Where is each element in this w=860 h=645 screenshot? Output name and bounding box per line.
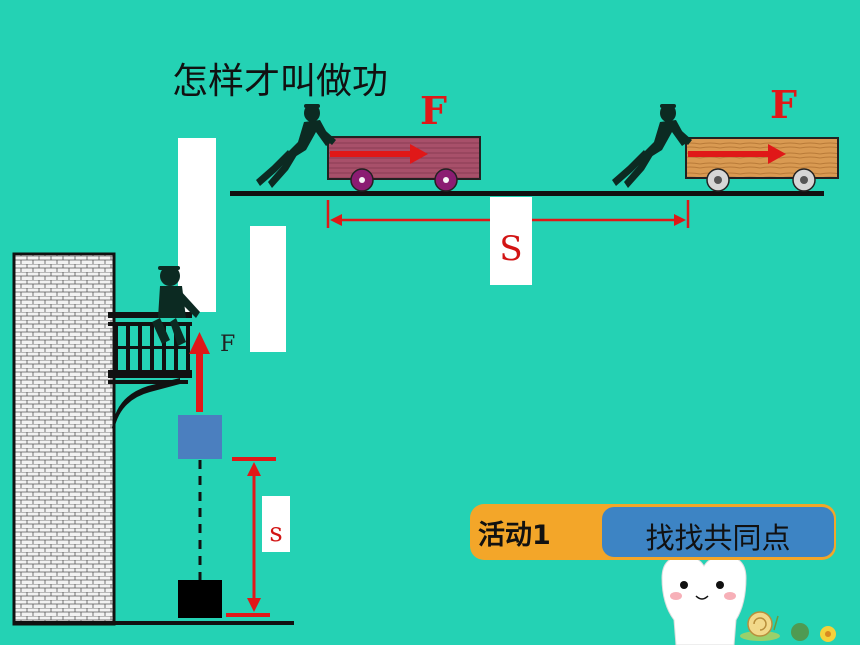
shell-icon xyxy=(791,623,836,642)
person-pushing-cart-1 xyxy=(256,104,336,188)
distance-label-box-horizontal: S xyxy=(490,197,532,285)
cart-1 xyxy=(327,136,481,192)
activity-label: 活动1 xyxy=(478,520,551,551)
white-panel-left xyxy=(178,138,216,312)
force-arrow-lift xyxy=(189,332,210,412)
activity-title-button[interactable]: 找找共同点 xyxy=(602,507,834,557)
balcony-bracket xyxy=(112,378,180,430)
person-pulling-rope xyxy=(152,266,200,346)
distance-label-vertical: s xyxy=(269,518,283,548)
distance-label-horizontal: S xyxy=(499,229,523,269)
distance-label-box-vertical: s xyxy=(262,496,290,552)
balcony xyxy=(108,312,192,384)
base-ground-line xyxy=(14,621,294,625)
distance-marker-vertical xyxy=(226,457,276,617)
force-arrow-cart-2 xyxy=(688,144,786,164)
white-panel-right xyxy=(250,226,286,352)
brick-wall xyxy=(12,252,116,626)
cart-2 xyxy=(685,137,839,192)
snail-icon xyxy=(740,611,780,641)
tooth-mascot-icon xyxy=(661,555,747,645)
force-label-cart-1: F xyxy=(420,88,447,133)
person-pushing-cart-2 xyxy=(612,104,692,188)
force-label-cart-2: F xyxy=(770,82,797,127)
force-arrow-cart-1 xyxy=(330,144,428,164)
lifted-box xyxy=(178,415,222,459)
page-title: 怎样才叫做功 xyxy=(172,61,389,102)
ground-box xyxy=(178,580,222,618)
force-label-lift: F xyxy=(220,332,236,357)
activity-title: 找找共同点 xyxy=(645,521,791,555)
ground-line xyxy=(230,191,824,196)
